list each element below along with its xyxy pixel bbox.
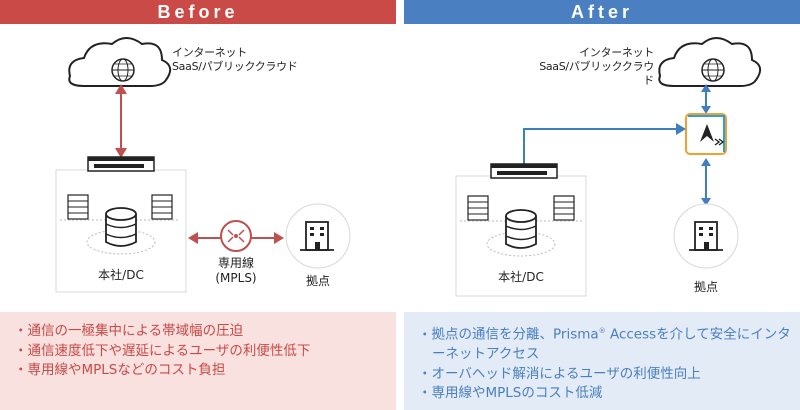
before-note-item: 通信の一極集中による帯域幅の圧迫 [14,322,396,342]
hq-label: 本社/DC [98,268,144,282]
hq-label: 本社/DC [498,270,544,284]
building-icon [689,221,723,251]
after-note-item: オーバヘッド解消によるユーザの利便性向上 [418,365,800,385]
server-icon [60,194,180,221]
firewall-appliance-icon [490,163,558,179]
before-header: Before [0,0,396,24]
cloud-label: インターネット SaaS/パブリッククラウド [538,46,654,88]
before-note-item: 通信速度低下や遅延によるユーザの利便性低下 [14,342,396,362]
globe-icon [111,58,135,82]
branch-label: 拠点 [693,280,718,294]
after-header: After [404,0,800,24]
cloud-label-line2: SaaS/パブリッククラウド [539,60,654,87]
database-icon [86,207,156,255]
building-icon [300,221,334,251]
branch-label: 拠点 [305,274,330,288]
cloud-label-line1: インターネット [172,46,247,59]
database-icon [486,209,556,257]
cloud-label-line2: SaaS/パブリッククラウド [172,60,298,73]
after-note-item: 拠点の通信を分離、Prisma® Accessを介して安全にインターネットアクセ… [418,322,800,365]
before-notes: 通信の一極集中による帯域幅の圧迫 通信速度低下や遅延によるユーザの利便性低下 専… [0,312,396,410]
router-label-line1: 専用線 [217,256,254,270]
after-notes: 拠点の通信を分離、Prisma® Accessを介して安全にインターネットアクセ… [404,312,800,410]
cloud-label-line1: インターネット [579,46,654,59]
firewall-appliance-icon [87,156,155,172]
prisma-access-icon [685,113,727,155]
router-icon [220,220,252,252]
cloud-label: インターネット SaaS/パブリッククラウド [172,46,298,74]
after-diagram: インターネット SaaS/パブリッククラウド 本社/DC 拠点 [404,24,800,308]
router-label-line2: (MPLS) [215,271,257,285]
before-note-item: 専用線やMPLSなどのコスト負担 [14,361,396,381]
globe-icon [701,58,725,82]
before-diagram: インターネット SaaS/パブリッククラウド 本社/DC 専用線 (MPLS) … [0,24,396,308]
after-note-item: 専用線やMPLSのコスト低減 [418,384,800,404]
router-label: 専用線 (MPLS) [200,256,272,286]
